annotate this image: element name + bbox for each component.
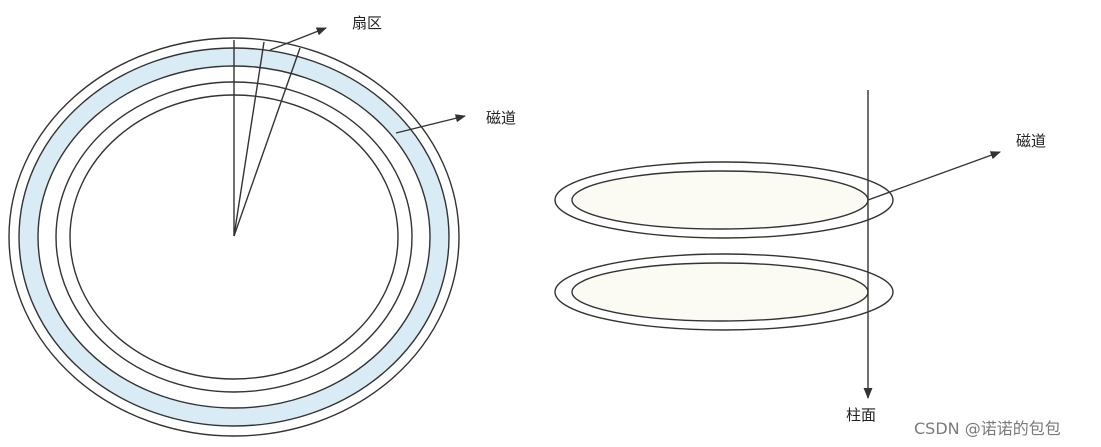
stacked-platters-view: 柱面 磁道 bbox=[554, 90, 1046, 424]
sector-label: 扇区 bbox=[352, 14, 382, 32]
sector-boundary-line bbox=[233, 47, 301, 237]
outer-edge-ring bbox=[8, 37, 460, 437]
track-pointer-arrow bbox=[867, 151, 1001, 201]
cylinder-label: 柱面 bbox=[846, 406, 876, 424]
platter-top-view: 扇区 磁道 bbox=[8, 14, 516, 437]
lower-platter-track bbox=[571, 262, 869, 322]
sector-boundary-line bbox=[233, 41, 265, 237]
sector-pointer-arrow bbox=[269, 27, 327, 51]
track-label: 磁道 bbox=[1016, 132, 1046, 150]
track-pointer-arrow bbox=[395, 114, 467, 134]
upper-platter-track bbox=[571, 170, 869, 230]
track-label: 磁道 bbox=[486, 109, 516, 127]
watermark-text: CSDN @诺诺的包包 bbox=[914, 419, 1061, 438]
